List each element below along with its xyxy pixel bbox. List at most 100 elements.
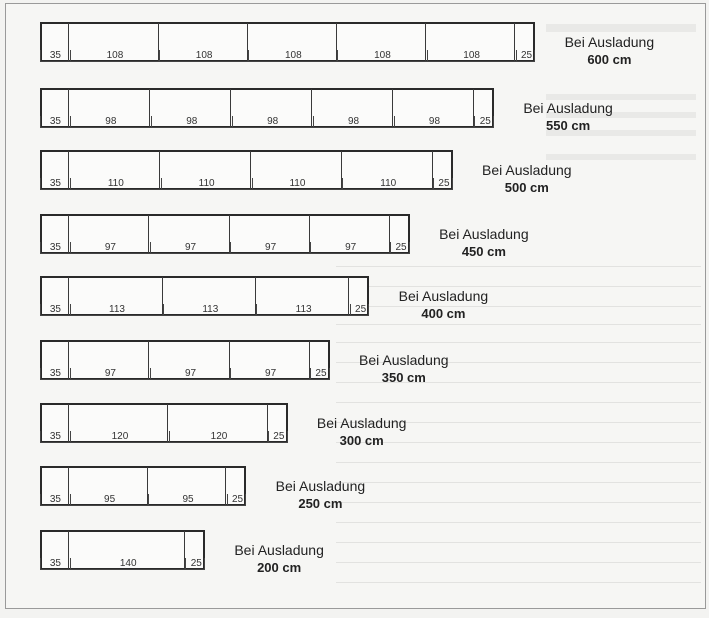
caption-value: 300 cm <box>339 433 384 448</box>
caption-label: Bei Ausladung <box>234 542 324 558</box>
divider-line <box>246 23 248 61</box>
ausladung-caption: Bei Ausladung 500 cm <box>467 162 587 196</box>
dimension-value: 25 <box>310 368 331 380</box>
dimension-value: 97 <box>149 368 230 380</box>
caption-label: Bei Ausladung <box>439 226 529 242</box>
divider-line <box>183 531 185 569</box>
dimension-value: 108 <box>248 50 337 62</box>
dimension-value: 35 <box>49 368 61 379</box>
dimension-value: 98 <box>150 116 232 128</box>
divider-line <box>68 89 70 127</box>
module-outline <box>40 22 536 62</box>
dimension-value: 110 <box>251 178 343 190</box>
dimension-value: 97 <box>310 242 390 254</box>
module-outline <box>40 276 370 316</box>
divider-line <box>230 89 232 127</box>
caption-value: 550 cm <box>546 118 591 133</box>
dimension-value: 110 <box>160 178 252 190</box>
divider-line <box>148 341 150 379</box>
dimension-value: 97 <box>230 242 310 254</box>
divider-line <box>425 23 427 61</box>
divider-line <box>68 467 70 505</box>
dimension-value: 25 <box>226 494 248 506</box>
dimension-value: 97 <box>69 368 150 380</box>
caption-value: 400 cm <box>421 306 466 321</box>
dimension-value: 95 <box>148 494 226 506</box>
divider-line <box>308 341 310 379</box>
divider-line <box>388 215 390 253</box>
dimension-value: 98 <box>69 116 151 128</box>
dimension-value: 98 <box>312 116 394 128</box>
divider-line <box>157 23 159 61</box>
caption-value: 500 cm <box>504 180 549 195</box>
dimension-value: 35 <box>49 242 61 253</box>
caption-label: Bei Ausladung <box>398 288 489 304</box>
caption-value: 450 cm <box>461 244 506 259</box>
dimension-value: 35 <box>49 178 61 189</box>
dimension-value: 97 <box>149 242 230 254</box>
caption-label: Bei Ausladung <box>359 352 449 368</box>
dimension-value: 110 <box>342 178 433 190</box>
divider-line <box>250 151 252 189</box>
dimension-value: 35 <box>49 50 61 61</box>
divider-line <box>392 89 394 127</box>
caption-label: Bei Ausladung <box>482 162 572 178</box>
dimension-value: 97 <box>230 368 310 380</box>
dimension-value: 140 <box>69 558 186 570</box>
dimension-value: 35 <box>49 431 61 442</box>
divider-line <box>335 23 337 61</box>
divider-line <box>228 215 230 253</box>
dimension-value: 25 <box>515 50 537 62</box>
divider-line <box>68 23 70 61</box>
divider-line <box>167 404 169 442</box>
caption-label: Bei Ausladung <box>523 100 613 116</box>
divider-line <box>472 89 474 127</box>
ausladung-caption: Bei Ausladung 200 cm <box>219 542 339 576</box>
divider-line <box>311 89 313 127</box>
dimension-value: 25 <box>185 558 206 570</box>
divider-line <box>146 467 148 505</box>
module-outline <box>40 403 288 443</box>
dimension-value: 108 <box>159 50 248 62</box>
divider-line <box>68 341 70 379</box>
dimension-value: 113 <box>163 304 256 316</box>
dimension-value: 97 <box>69 242 150 254</box>
dimension-value: 113 <box>256 304 349 316</box>
module-outline <box>40 466 247 506</box>
ausladung-caption: Bei Ausladung 400 cm <box>383 288 503 322</box>
divider-line <box>159 151 161 189</box>
dimension-value: 25 <box>349 304 371 316</box>
caption-value: 200 cm <box>257 560 302 575</box>
dimension-value: 108 <box>426 50 516 62</box>
dimension-value: 120 <box>69 431 169 443</box>
divider-line <box>161 277 163 315</box>
ausladung-caption: Bei Ausladung 450 cm <box>424 226 544 260</box>
divider-line <box>225 467 227 505</box>
caption-label: Bei Ausladung <box>564 34 655 50</box>
divider-line <box>308 215 310 253</box>
caption-label: Bei Ausladung <box>275 478 366 494</box>
divider-line <box>68 215 70 253</box>
dimension-value: 35 <box>49 558 61 569</box>
divider-line <box>68 404 70 442</box>
dimension-value: 35 <box>49 304 61 315</box>
dimension-value: 120 <box>168 431 268 443</box>
divider-line <box>348 277 350 315</box>
dimension-value: 108 <box>337 50 426 62</box>
divider-line <box>149 89 151 127</box>
divider-line <box>340 151 342 189</box>
divider-line <box>68 151 70 189</box>
divider-line <box>68 531 70 569</box>
dimension-value: 113 <box>69 304 163 316</box>
divider-line <box>514 23 516 61</box>
